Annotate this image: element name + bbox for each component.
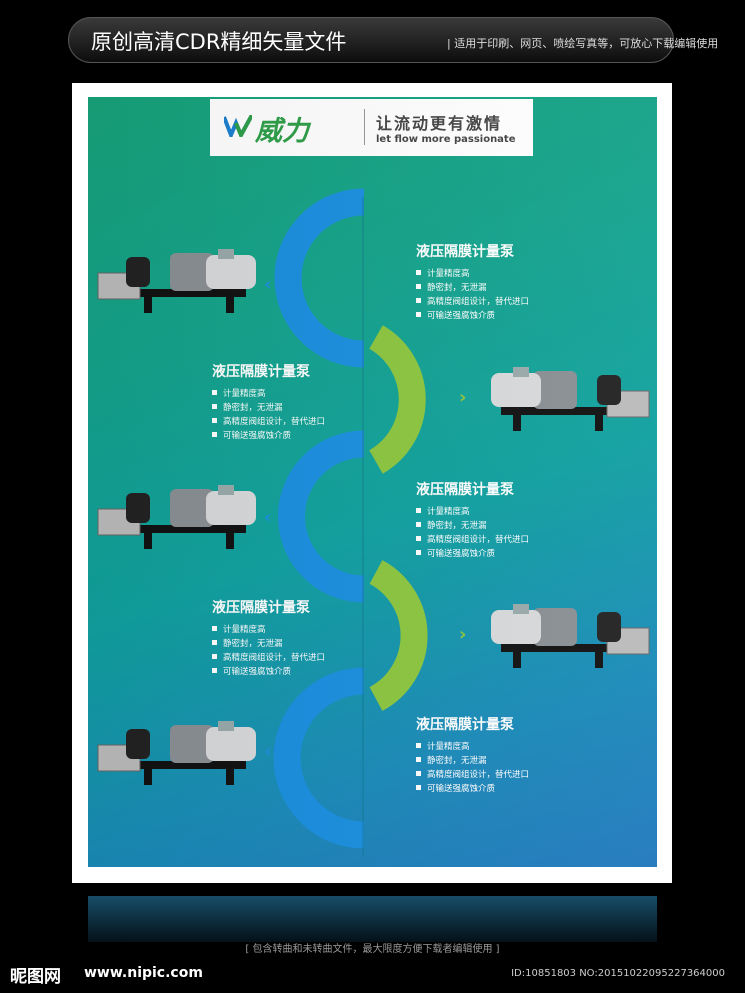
poster: 威力 让流动更有激情 let flow more passionate 液压隔膜… <box>88 97 657 867</box>
brand-slogan-en: let flow more passionate <box>376 134 516 145</box>
feature-item: 静密封，无泄漏 <box>212 637 325 651</box>
feature-item: 高精度阀组设计，替代进口 <box>416 533 529 547</box>
pump-image <box>97 485 256 549</box>
brand-mark-icon <box>224 115 252 137</box>
feature-item: 高精度阀组设计，替代进口 <box>212 415 325 429</box>
feature-item: 计量精度高 <box>416 505 529 519</box>
feature-block-3: 液压隔膜计量泵 计量精度高 静密封，无泄漏 高精度阀组设计，替代进口 可输送强腐… <box>416 479 529 561</box>
block-title: 液压隔膜计量泵 <box>416 482 514 498</box>
feature-block-2: 液压隔膜计量泵 计量精度高 静密封，无泄漏 高精度阀组设计，替代进口 可输送强腐… <box>212 361 325 443</box>
poster-reflection <box>88 896 657 942</box>
brand-logo-panel: 威力 让流动更有激情 let flow more passionate <box>210 99 533 156</box>
header-subtitle: | 适用于印刷、网页、喷绘写真等，可放心下载编辑使用 <box>447 37 719 50</box>
site-logo: 昵图网 <box>10 967 61 987</box>
feature-item: 计量精度高 <box>416 267 529 281</box>
green-arc-2 <box>369 560 428 711</box>
feature-item: 计量精度高 <box>212 387 325 401</box>
feature-block-5: 液压隔膜计量泵 计量精度高 静密封，无泄漏 高精度阀组设计，替代进口 可输送强腐… <box>416 714 529 796</box>
chevron-left-icon: ‹ <box>264 741 272 762</box>
logo-divider <box>364 109 365 145</box>
brand-name: 威力 <box>255 116 309 147</box>
pump-image <box>491 604 650 668</box>
feature-block-1: 液压隔膜计量泵 计量精度高 静密封，无泄漏 高精度阀组设计，替代进口 可输送强腐… <box>416 241 529 323</box>
pump-image <box>97 721 256 785</box>
feature-item: 可输送强腐蚀介质 <box>212 429 325 443</box>
file-caption: [ 包含转曲和未转曲文件，最大限度方便下载者编辑使用 ] <box>245 944 500 955</box>
feature-item: 静密封，无泄漏 <box>416 754 529 768</box>
block-title: 液压隔膜计量泵 <box>212 600 310 616</box>
feature-item: 可输送强腐蚀介质 <box>416 782 529 796</box>
wave-spine <box>273 188 428 857</box>
chevron-left-icon: ‹ <box>264 274 272 295</box>
feature-item: 可输送强腐蚀介质 <box>212 665 325 679</box>
blue-arc-3 <box>273 667 365 849</box>
chevron-left-icon: ‹ <box>264 507 272 528</box>
blue-arc-2 <box>278 430 365 603</box>
chevron-right-icon: › <box>459 624 467 645</box>
feature-item: 高精度阀组设计，替代进口 <box>416 768 529 782</box>
pump-image <box>97 249 256 313</box>
feature-item: 可输送强腐蚀介质 <box>416 547 529 561</box>
pump-image <box>491 367 650 431</box>
feature-item: 静密封，无泄漏 <box>416 519 529 533</box>
feature-item: 静密封，无泄漏 <box>416 281 529 295</box>
block-title: 液压隔膜计量泵 <box>212 364 310 380</box>
site-url[interactable]: www.nipic.com <box>84 965 203 981</box>
header-title: 原创高清CDR精细矢量文件 <box>91 30 347 54</box>
blue-arc-1 <box>274 188 365 368</box>
header-bar: 原创高清CDR精细矢量文件 | 适用于印刷、网页、喷绘写真等，可放心下载编辑使用 <box>68 17 718 63</box>
chevron-right-icon: › <box>459 387 467 408</box>
feature-item: 计量精度高 <box>416 740 529 754</box>
feature-item: 可输送强腐蚀介质 <box>416 309 529 323</box>
block-title: 液压隔膜计量泵 <box>416 717 514 733</box>
feature-item: 计量精度高 <box>212 623 325 637</box>
brand-slogan: 让流动更有激情 <box>376 114 503 133</box>
feature-item: 高精度阀组设计，替代进口 <box>212 651 325 665</box>
block-title: 液压隔膜计量泵 <box>416 244 514 260</box>
green-arc-1 <box>368 325 426 474</box>
feature-block-4: 液压隔膜计量泵 计量精度高 静密封，无泄漏 高精度阀组设计，替代进口 可输送强腐… <box>212 597 325 679</box>
feature-item: 静密封，无泄漏 <box>212 401 325 415</box>
image-id: ID:10851803 NO:20151022095227364000 <box>511 968 725 979</box>
feature-item: 高精度阀组设计，替代进口 <box>416 295 529 309</box>
